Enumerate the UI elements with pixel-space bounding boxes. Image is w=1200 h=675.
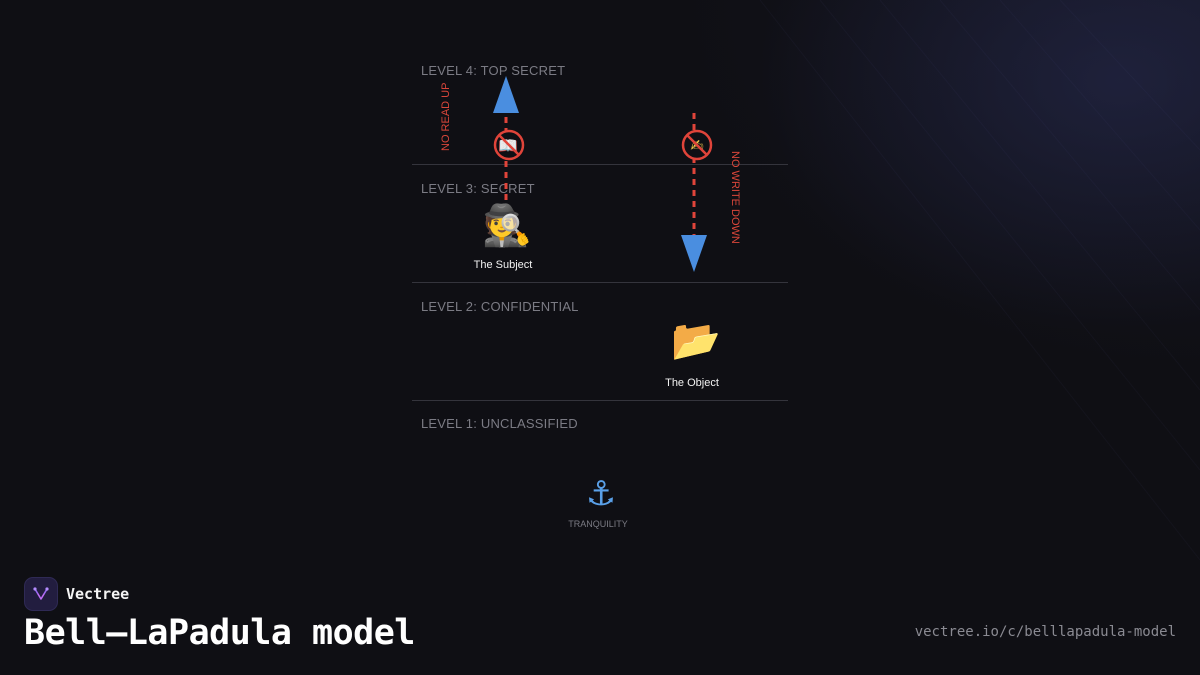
level-3-label: LEVEL 3: SECRET (421, 181, 535, 196)
brand-name: Vectree (66, 585, 130, 603)
page-title: Bell–LaPadula model (24, 613, 415, 653)
write-forbidden-sign: ✍ (681, 129, 713, 161)
level-4-label: LEVEL 4: TOP SECRET (421, 63, 565, 78)
no-write-down-label: NO WRITE DOWN (729, 151, 741, 244)
object-caption: The Object (665, 377, 719, 389)
open-folder-icon: 📂 (671, 318, 721, 364)
anchor-icon: ⚓ (586, 474, 616, 514)
read-up-arrowhead (493, 76, 519, 113)
detective-icon: 🕵 (482, 202, 532, 249)
read-forbidden-sign: 📖 (493, 129, 525, 161)
level-2-label: LEVEL 2: CONFIDENTIAL (421, 299, 579, 314)
subject-caption: The Subject (474, 259, 533, 271)
brand[interactable]: Vectree (24, 577, 129, 611)
write-down-arrowhead (681, 235, 707, 272)
no-read-up-label: NO READ UP (440, 83, 452, 151)
vectree-logo-icon (24, 577, 58, 611)
tranquility-caption: TRANQUILITY (568, 519, 628, 529)
page-url[interactable]: vectree.io/c/belllapadula-model (914, 624, 1176, 640)
level-1-label: LEVEL 1: UNCLASSIFIED (421, 416, 578, 431)
